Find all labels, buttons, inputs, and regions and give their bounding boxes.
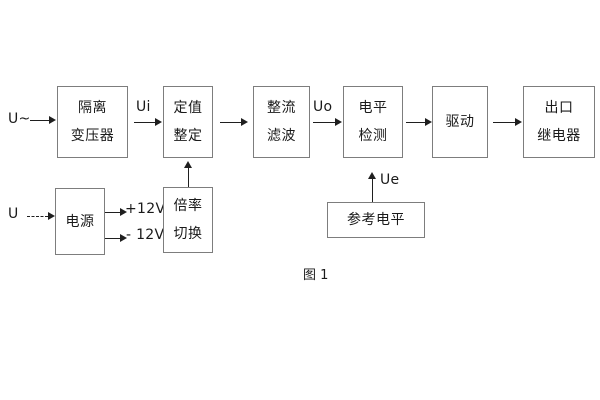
block-output-relay: 出口 继电器 (523, 86, 595, 158)
arrow-ac-to-isolation-transformer (30, 116, 56, 125)
block-line: 整定 (173, 128, 203, 144)
block-line: 定值 (173, 100, 203, 116)
block-multiplier-switch: 倍率 切换 (163, 187, 213, 253)
arrow-setpoint-to-rectify (220, 118, 250, 127)
block-line: 电源 (65, 213, 95, 230)
block-line: 继电器 (537, 128, 581, 144)
block-line: 检测 (358, 128, 388, 144)
block-line: 出口 (544, 100, 574, 116)
block-isolation-transformer: 隔离 变压器 (57, 86, 128, 158)
block-power-supply: 电源 (55, 188, 105, 255)
block-line: 电平 (358, 100, 388, 116)
arrow-level-detection-to-drive (406, 118, 432, 127)
block-line: 滤波 (267, 128, 296, 144)
signal-label-positive-12v: +12V (125, 201, 166, 217)
arrow-reference-level-to-level-detection (368, 172, 377, 202)
arrow-isolation-to-setpoint (134, 118, 162, 127)
block-level-detection: 电平 检测 (343, 86, 403, 158)
input-label-ac: U~ (8, 111, 31, 127)
arrow-power-supply-negative-12v (105, 234, 127, 243)
figure-caption: 图 1 (303, 268, 329, 283)
block-setpoint-setting: 定值 整定 (163, 86, 213, 158)
block-line: 切换 (173, 226, 203, 242)
block-line: 驱动 (445, 114, 475, 130)
arrow-dc-to-power-supply (27, 212, 55, 221)
input-label-dc: U (8, 206, 19, 222)
block-rectify-filter: 整流 滤波 (253, 86, 310, 158)
signal-label-ue: Ue (380, 172, 400, 188)
arrow-multiplier-switch-to-setpoint (184, 161, 193, 187)
arrow-drive-to-output-relay (493, 118, 522, 127)
block-line: 隔离 (78, 100, 107, 116)
block-drive: 驱动 (432, 86, 488, 158)
signal-label-ui: Ui (136, 99, 151, 115)
signal-label-uo: Uo (313, 99, 333, 115)
block-line: 变压器 (70, 128, 115, 144)
arrow-rectify-to-level-detection (313, 118, 342, 127)
signal-label-negative-12v: - 12V (126, 227, 165, 243)
arrow-power-supply-positive-12v (105, 208, 127, 217)
block-reference-level: 参考电平 (327, 202, 425, 238)
block-line: 整流 (267, 100, 296, 116)
block-line: 倍率 (173, 198, 203, 214)
block-line: 参考电平 (347, 212, 405, 228)
